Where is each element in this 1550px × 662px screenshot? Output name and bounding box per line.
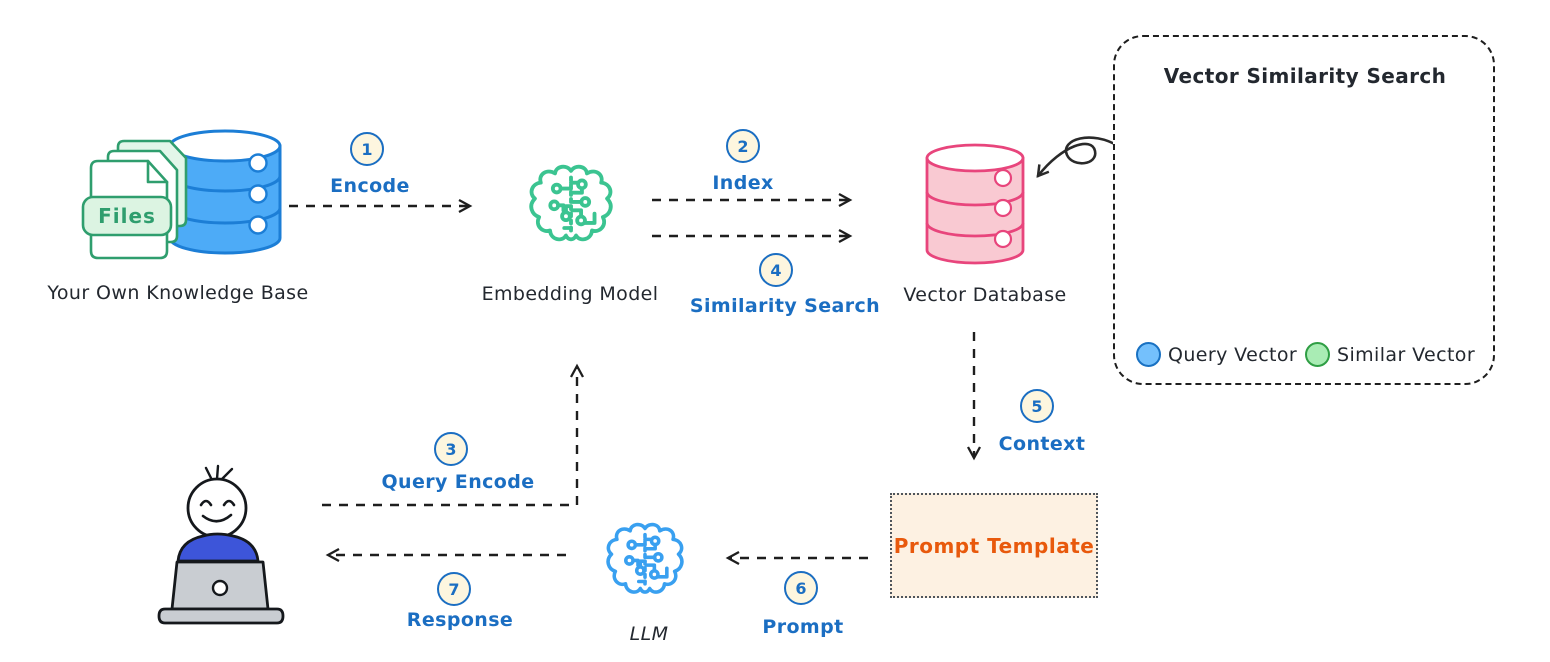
prompt-template-label: Prompt Template [893,533,1095,558]
llm-icon [606,522,684,594]
llm-label: LLM [629,623,669,645]
files-badge-label: Files [98,204,156,228]
step-3-badge: 3 [434,432,468,466]
prompt-template-box: Prompt Template [890,493,1098,598]
files-icon [81,139,188,260]
step-6-label: Prompt [762,616,844,638]
step-5-badge: 5 [1020,389,1054,423]
vector-database-label: Vector Database [903,284,1067,306]
similar-vector-swatch-icon [1305,342,1330,367]
step-2-label: Index [712,172,774,194]
step-2-badge: 2 [726,129,760,163]
step-6-badge: 6 [784,571,818,605]
arrow-panel-to-db [1036,136,1120,178]
similar-vector-label: Similar Vector [1337,343,1476,366]
user-at-laptop-icon [157,464,285,625]
similarity-panel-title: Vector Similarity Search [1163,64,1447,88]
step-7-badge: 7 [437,572,471,606]
embedding-model-label: Embedding Model [481,283,659,305]
legend-similar-vector: Similar Vector [1305,342,1475,367]
query-vector-swatch-icon [1136,342,1161,367]
step-1-label: Encode [330,175,410,197]
knowledge-base-label: Your Own Knowledge Base [47,282,309,304]
step-4-label: Similarity Search [689,295,881,317]
step-1-badge: 1 [350,132,384,166]
legend-query-vector: Query Vector [1136,342,1297,367]
step-3-label: Query Encode [381,471,535,493]
embedding-model-icon [529,164,613,242]
step-4-badge: 4 [759,253,793,287]
step-5-label: Context [998,433,1086,455]
vector-similarity-panel [1113,35,1495,385]
step-7-label: Response [406,609,514,631]
arrow-query-encode [322,363,585,507]
query-vector-label: Query Vector [1168,343,1298,366]
vector-db-icon [925,143,1025,265]
knowledge-db-icon [168,129,282,255]
